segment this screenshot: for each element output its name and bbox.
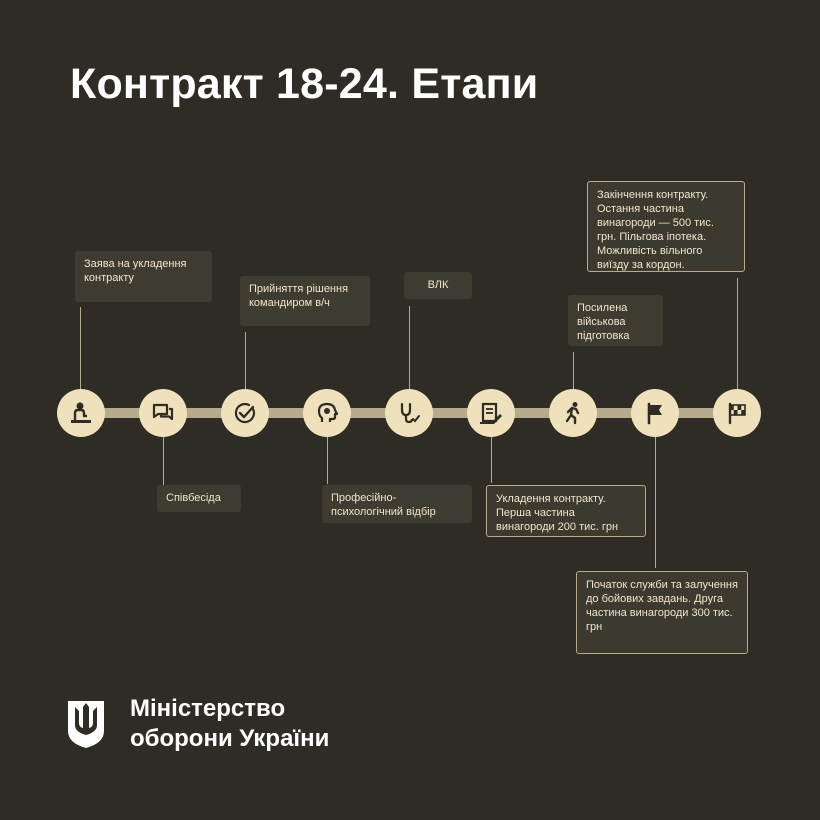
- person-at-desk-icon: [71, 402, 91, 423]
- connector-6: [491, 437, 492, 483]
- connector-2: [163, 437, 164, 485]
- step-node-4: [303, 389, 351, 437]
- stethoscope-icon: [400, 402, 420, 424]
- step-label-2: Співбесіда: [157, 485, 241, 512]
- step-label-4: Професійно-психологічний відбір: [322, 485, 472, 523]
- connector-1: [80, 307, 81, 389]
- flag-icon: [647, 402, 662, 425]
- step-node-3: [221, 389, 269, 437]
- step-label-8: Початок служби та залучення до бойових з…: [576, 571, 748, 654]
- page-title: Контракт 18-24. Етапи: [70, 60, 539, 108]
- step-node-1: [57, 389, 105, 437]
- step-label-5: ВЛК: [404, 272, 472, 299]
- ministry-name: Міністерство оборони України: [130, 694, 329, 754]
- checkered-flag-icon: [728, 402, 746, 425]
- step-label-3: Прийняття рішення командиром в/ч: [240, 276, 370, 326]
- step-node-9: [713, 389, 761, 437]
- step-label-6: Укладення контракту. Перша частина винаг…: [486, 485, 646, 537]
- connector-8: [655, 437, 656, 568]
- step-label-7: Посилена військова підготовка: [568, 295, 663, 346]
- chat-bubbles-icon: [152, 403, 174, 421]
- checkmark-circle-icon: [234, 402, 256, 424]
- connector-5: [409, 306, 410, 389]
- step-node-6: [467, 389, 515, 437]
- connector-4: [327, 437, 328, 484]
- step-node-5: [385, 389, 433, 437]
- connector-7: [573, 352, 574, 389]
- trident-shield-icon: [68, 701, 104, 748]
- head-gear-icon: [317, 402, 339, 422]
- ministry-name-line1: Міністерство: [130, 695, 286, 722]
- step-node-7: [549, 389, 597, 437]
- step-label-1: Заява на укладення контракту: [75, 251, 212, 302]
- ministry-block: Міністерство оборони України: [66, 694, 329, 754]
- step-node-8: [631, 389, 679, 437]
- document-signing-icon: [480, 402, 502, 424]
- step-label-9: Закінчення контракту. Остання частина ви…: [587, 181, 745, 272]
- connector-9: [737, 278, 738, 389]
- connector-3: [245, 332, 246, 389]
- ministry-name-line2: оборони України: [130, 725, 330, 752]
- running-person-icon: [565, 402, 580, 425]
- step-node-2: [139, 389, 187, 437]
